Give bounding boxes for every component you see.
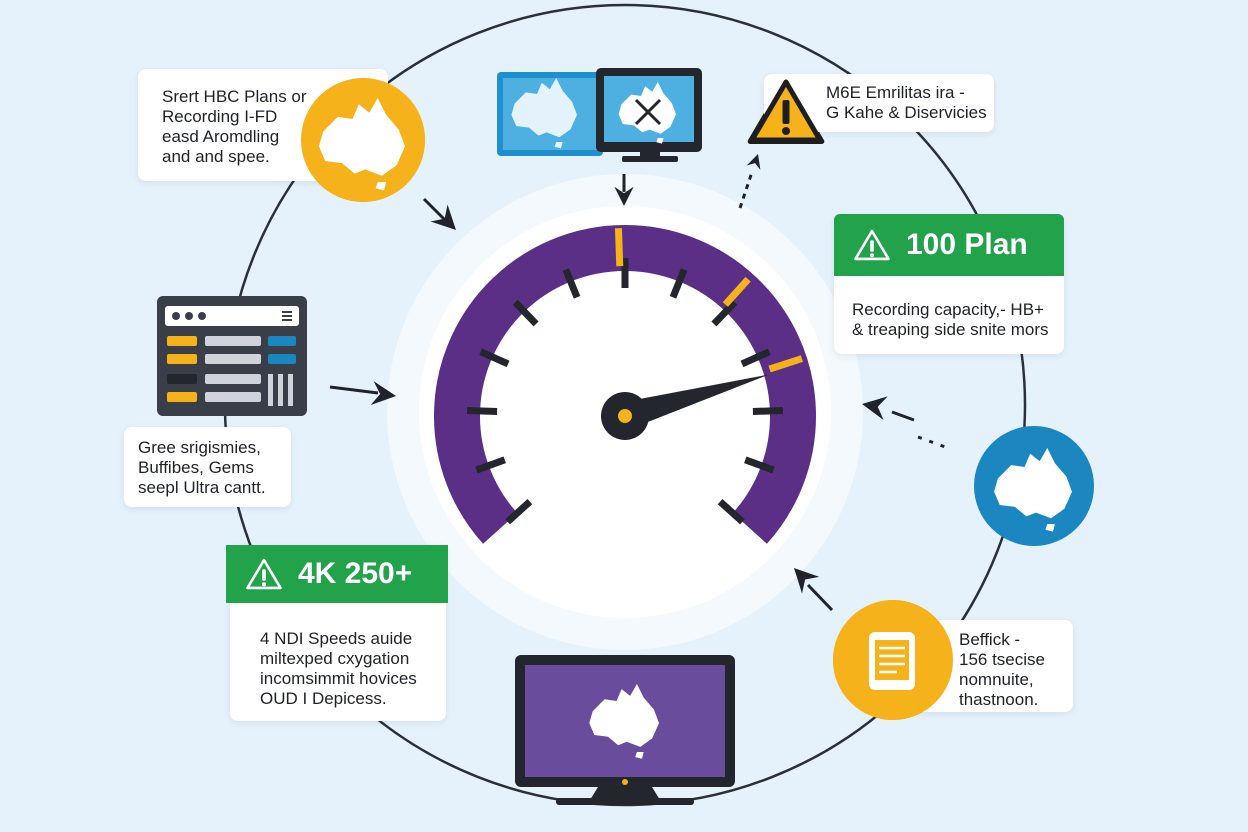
card-line: and and spee.	[162, 147, 270, 166]
arrow-icon	[738, 151, 765, 209]
flow-arrows	[329, 151, 949, 612]
gauge-tick	[717, 499, 745, 525]
gauge-accent-ticks	[614, 227, 803, 373]
warning-icon	[749, 79, 823, 143]
warning-icon	[854, 229, 890, 261]
card-mid-left-text: Gree srigismies, Buffibes, Gems seepl Ul…	[138, 438, 266, 498]
card-line: G Kahe & Diservicies	[826, 103, 987, 122]
arrow-icon	[329, 381, 398, 408]
dashboard-window-icon	[157, 296, 307, 416]
speed-gauge	[434, 225, 816, 544]
plan-4k-text: 4 NDI Speeds auide miltexped cxygation i…	[260, 629, 417, 709]
top-monitors-icon	[497, 68, 702, 162]
gauge-tick	[740, 348, 771, 368]
card-top-right: M6E Emrilitas ira - G Kahe & Diservicies	[764, 74, 994, 132]
bottom-monitor-icon	[515, 655, 735, 805]
card-line: M6E Emrilitas ira -	[826, 83, 965, 102]
card-plan-100: 100 Plan Recording capacity,- HB+ & trea…	[834, 214, 1064, 354]
plan-4k-header: 4K 250+	[226, 545, 448, 603]
gauge-tick	[475, 456, 506, 474]
card-line: incomsimmit hovices	[260, 669, 417, 688]
card-line: 156 tsecise	[959, 650, 1045, 669]
arrow-icon	[859, 392, 915, 422]
gauge-tick	[711, 299, 738, 327]
card-line: easd Aromdling	[162, 127, 280, 146]
arrow-icon	[785, 559, 834, 612]
gauge-tick	[744, 456, 775, 474]
plan-100-header: 100 Plan	[834, 214, 1064, 276]
tablet-badge-front	[833, 600, 953, 720]
plan-100-text: Recording capacity,- HB+ & treaping side…	[852, 300, 1049, 340]
card-top-left-text: Srert HBC Plans or Recording I-FD easd A…	[162, 87, 307, 167]
right-map-badge	[974, 426, 1094, 546]
card-line: & treaping side snite mors	[852, 320, 1049, 339]
gauge-tick	[466, 406, 498, 416]
gauge-tick	[512, 299, 539, 327]
gauge-tick	[479, 348, 510, 368]
gauge-tick	[562, 268, 581, 299]
arrow-icon	[614, 174, 634, 206]
card-mid-left: Gree srigismies, Buffibes, Gems seepl Ul…	[124, 427, 291, 507]
gauge-ticks	[466, 258, 784, 525]
gauge-accent-tick	[722, 276, 751, 307]
gauge-tick	[752, 406, 784, 416]
card-line: Recording capacity,- HB+	[852, 300, 1044, 319]
plan-4k-title: 4K 250+	[298, 557, 413, 590]
card-line: 4 NDI Speeds auide	[260, 629, 413, 648]
card-top-right-text: M6E Emrilitas ira - G Kahe & Diservicies	[826, 83, 987, 123]
card-line: seepl Ultra cantt.	[138, 478, 266, 497]
card-line: Beffick -	[959, 630, 1021, 649]
gauge-accent-tick	[614, 227, 624, 267]
card-line: Buffibes, Gems	[138, 458, 254, 477]
gauge-tick	[669, 268, 688, 299]
gauge-arc	[434, 225, 816, 544]
top-left-map-badge-front	[301, 78, 425, 202]
gauge-needle	[621, 374, 770, 430]
card-line: nomnuite,	[959, 670, 1034, 689]
card-line: thastnoon.	[959, 690, 1039, 709]
gauge-hub-dot	[618, 409, 632, 423]
card-line: miltexped cxygation	[260, 649, 410, 668]
arrow-icon	[422, 197, 465, 239]
arrow-icon	[917, 435, 949, 450]
card-bottom-right-text: Beffick - 156 tsecise nomnuite, thastnoo…	[959, 630, 1045, 710]
warning-icon	[246, 558, 282, 590]
plan-100-title: 100 Plan	[906, 228, 1028, 261]
card-line: Gree srigismies,	[138, 438, 261, 457]
gauge-accent-tick	[768, 355, 803, 373]
card-line: Srert HBC Plans or	[162, 87, 307, 106]
card-line: Recording I-FD	[162, 107, 278, 126]
gauge-tick	[505, 499, 533, 525]
card-plan-4k: 4K 250+ 4 NDI Speeds auide miltexped cxy…	[226, 545, 448, 721]
card-line: OUD I Depicess.	[260, 689, 387, 708]
